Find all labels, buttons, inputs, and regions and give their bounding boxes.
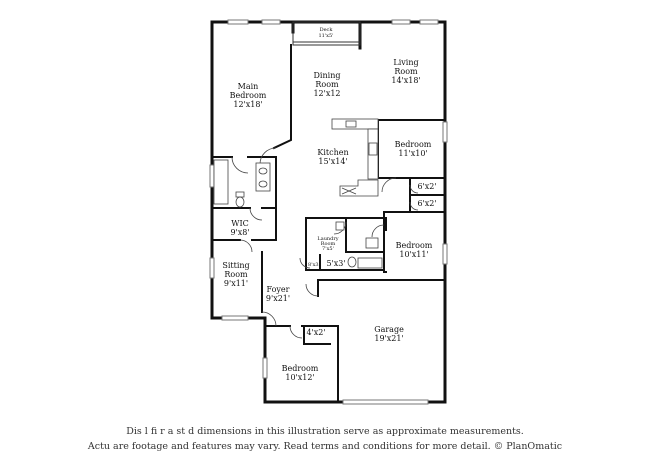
- dining-name-2: Room: [315, 80, 339, 89]
- bedroom-s-size: 10'x12': [285, 373, 314, 382]
- deck-name: Deck: [320, 27, 334, 33]
- foyer-name: Foyer: [266, 285, 289, 294]
- fixtures: [213, 118, 383, 269]
- kitchen-island: [339, 179, 379, 197]
- wic-size: 9'x8': [230, 228, 249, 237]
- garage-name: Garage: [374, 325, 404, 334]
- sitting-size: 9'x11': [224, 279, 248, 288]
- closet-b-size: 6'x2': [417, 199, 436, 208]
- closet-a-size: 6'x2': [417, 182, 436, 191]
- closet-c-size: 4'x2': [306, 328, 325, 337]
- main-bedroom-size: 12'x18': [233, 100, 262, 109]
- stove: [368, 142, 378, 156]
- disclaimer-line-2: Actu are footage and features may vary. …: [87, 441, 563, 452]
- dining-size: 12'x12: [313, 89, 340, 98]
- kitchen-size: 15'x14': [318, 157, 347, 166]
- kitchen-name: Kitchen: [317, 148, 348, 157]
- deck-size: 11'x5': [318, 33, 333, 39]
- sitting-name-2: Room: [224, 270, 248, 279]
- garage-size: 19'x21': [374, 334, 403, 343]
- main-bedroom-name-1: Main: [238, 82, 259, 91]
- bedroom-e-size: 10'x11': [399, 250, 428, 259]
- foyer-size: 9'x21': [266, 294, 290, 303]
- living-name-1: Living: [393, 58, 418, 67]
- bedroom-ne-name: Bedroom: [395, 140, 432, 149]
- bathtub: [213, 159, 229, 205]
- bath-size: 5'x3': [326, 259, 345, 268]
- laundry-size: 7'x5': [322, 246, 334, 252]
- wic-name: WIC: [231, 219, 249, 228]
- laundry-name-2: Room: [321, 241, 336, 247]
- main-bedroom-name-2: Bedroom: [230, 91, 267, 100]
- living-size: 14'x18': [391, 76, 420, 85]
- pantry-size: 8'x3': [308, 262, 320, 268]
- living-name-2: Room: [394, 67, 418, 76]
- disclaimer-line-1: Dis l fi r a st d dimensions in this ill…: [126, 426, 524, 437]
- bedroom-e-name: Bedroom: [396, 241, 433, 250]
- bedroom-ne-size: 11'x10': [398, 149, 427, 158]
- sitting-name-1: Sitting: [222, 261, 249, 270]
- windows: [209, 19, 448, 405]
- room-labels: Deck 11'x5' Main Bedroom 12'x18' Dining …: [222, 27, 436, 382]
- bedroom-s-name: Bedroom: [282, 364, 319, 373]
- deck-area: [292, 21, 361, 46]
- doors: [231, 147, 419, 339]
- laundry-name-1: Laundry: [317, 236, 338, 242]
- dining-name-1: Dining: [314, 71, 341, 80]
